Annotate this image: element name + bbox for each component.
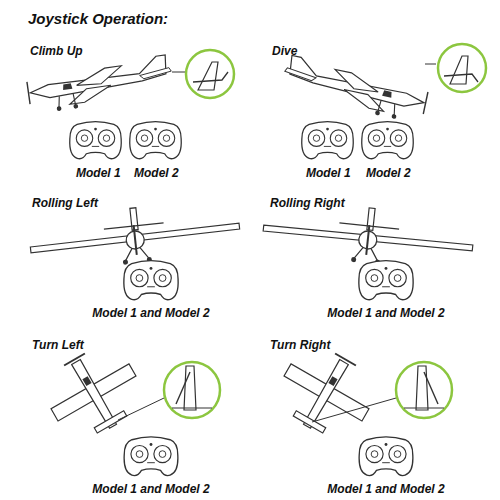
leader-line — [172, 72, 186, 73]
leader-line — [425, 64, 436, 65]
caption-label: Turn Right — [270, 338, 330, 352]
airplane-side — [280, 55, 430, 125]
caption-label: Model 1 — [306, 166, 351, 180]
caption-label: Rolling Right — [270, 196, 345, 210]
controller — [130, 122, 182, 159]
airplane-top — [268, 337, 384, 449]
controller — [362, 122, 414, 159]
caption-label: Model 1 — [76, 166, 121, 180]
caption-label: Model 1 and Model 2 — [327, 482, 444, 496]
controller — [70, 122, 122, 159]
caption-label: Model 1 and Model 2 — [327, 306, 444, 320]
leader-line — [118, 398, 164, 420]
caption-label: Dive — [272, 44, 297, 58]
controller — [359, 261, 413, 300]
airplane-side — [26, 54, 175, 114]
caption-label: Model 2 — [134, 166, 179, 180]
caption-label: Turn Left — [32, 338, 84, 352]
controller — [124, 437, 178, 476]
caption-label: Climb Up — [30, 44, 83, 58]
leader-line — [312, 398, 396, 422]
caption-label: Model 1 and Model 2 — [92, 482, 209, 496]
controller — [302, 122, 354, 159]
controller — [124, 261, 178, 300]
elevator-callout — [186, 50, 234, 98]
caption-label: Rolling Left — [32, 196, 98, 210]
airplane-top — [36, 337, 152, 449]
heading: Joystick Operation: — [28, 10, 168, 28]
elevator-callout — [438, 44, 486, 92]
rudder-callout — [396, 362, 452, 418]
rudder-callout — [164, 362, 220, 418]
controller — [359, 437, 413, 476]
caption-label: Model 1 and Model 2 — [92, 306, 209, 320]
caption-label: Model 2 — [366, 166, 411, 180]
